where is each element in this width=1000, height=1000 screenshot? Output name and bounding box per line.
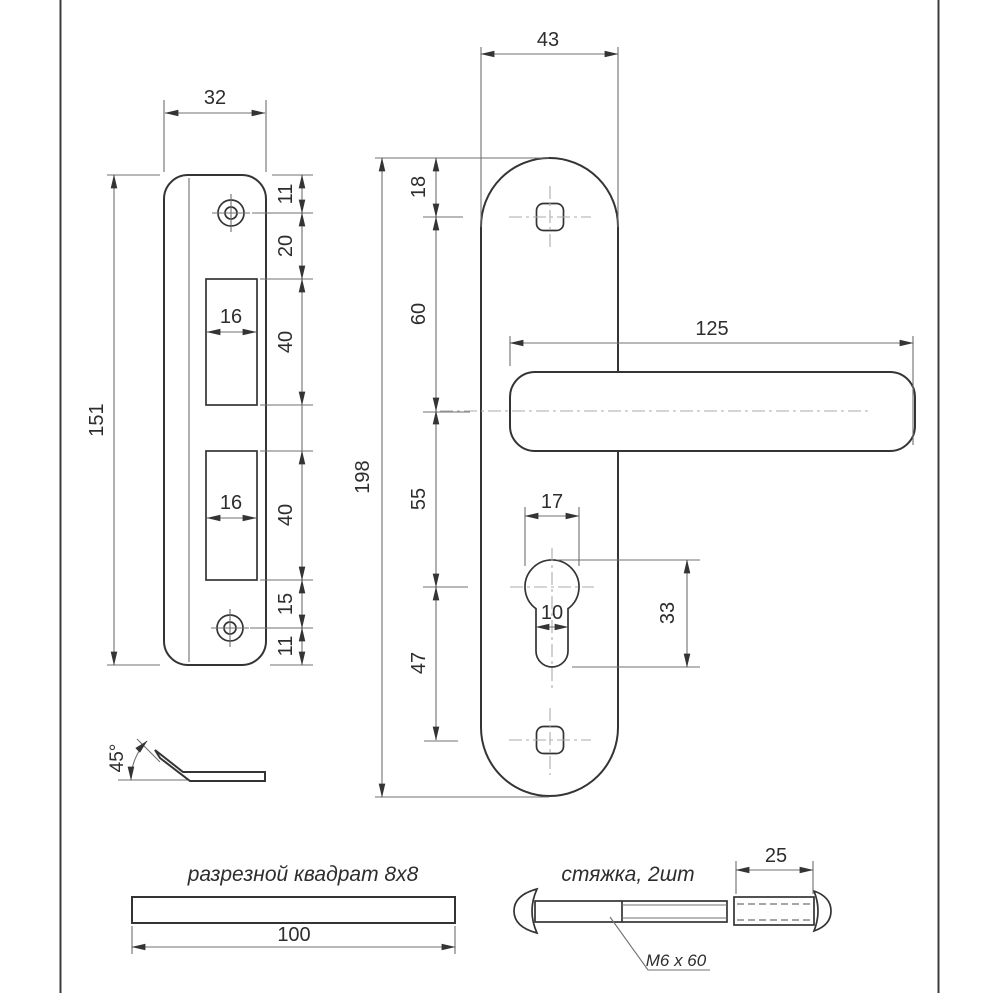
dim-chain-label: 11 — [275, 636, 297, 657]
dim-chain-label: 55 — [408, 488, 430, 510]
dim-198-label: 198 — [352, 460, 374, 493]
strike-cutout-top — [205, 278, 258, 406]
dim-chain-label: 40 — [275, 504, 297, 526]
dim-33-label: 33 — [657, 602, 679, 624]
strike-profile-strip — [154, 749, 266, 782]
dim-chain-label: 11 — [275, 184, 297, 205]
angle-45-label: 45° — [107, 744, 128, 773]
strike-plate-profile-view: 45° — [107, 738, 266, 782]
dim-32-label: 32 — [204, 87, 226, 109]
dim-16-bottom-label: 16 — [220, 492, 242, 514]
sleeve-nut-body — [733, 896, 815, 926]
strike-plate-body — [163, 174, 267, 666]
dim-chain-label: 47 — [408, 652, 430, 674]
backplate-body — [480, 157, 619, 797]
dim-17-label: 17 — [541, 491, 563, 513]
angle-arc — [127, 740, 148, 781]
dim-chain-label: 15 — [275, 593, 297, 615]
dim-10-label: 10 — [541, 602, 563, 624]
bolt-head — [513, 887, 539, 935]
dim-chain-label: 18 — [408, 176, 430, 198]
spindle-caption: разрезной квадрат 8х8 — [187, 863, 419, 886]
dim-125-label: 125 — [695, 318, 728, 340]
dim-100-label: 100 — [277, 924, 310, 946]
dim-151-label: 151 — [86, 403, 108, 436]
bolt-shaft — [534, 900, 728, 923]
dim-chain-label: 40 — [275, 331, 297, 353]
strike-cutout-bottom — [205, 450, 258, 581]
dim-chain-label: 60 — [408, 303, 430, 325]
dim-43-label: 43 — [537, 29, 559, 51]
bolt-thread-label: М6 х 60 — [646, 951, 707, 970]
dim-25-label: 25 — [765, 845, 787, 867]
dim-16-top-label: 16 — [220, 306, 242, 328]
dim-chain-label: 20 — [275, 235, 297, 257]
backplate-view: 43 198 18 60 55 47 125 17 10 — [352, 29, 916, 798]
strike-plate-view: 32 151 16 16 11 20 40 40 15 11 — [86, 87, 313, 666]
spindle-bar — [131, 896, 456, 924]
leader-line — [609, 916, 649, 971]
tie-bolt-caption: стяжка, 2шт — [561, 863, 694, 886]
sleeve-nut-head — [812, 889, 832, 933]
spindle-view: разрезной квадрат 8х8 100 — [131, 863, 456, 954]
tie-bolt-view: стяжка, 2шт М6 х 60 25 — [513, 845, 832, 971]
